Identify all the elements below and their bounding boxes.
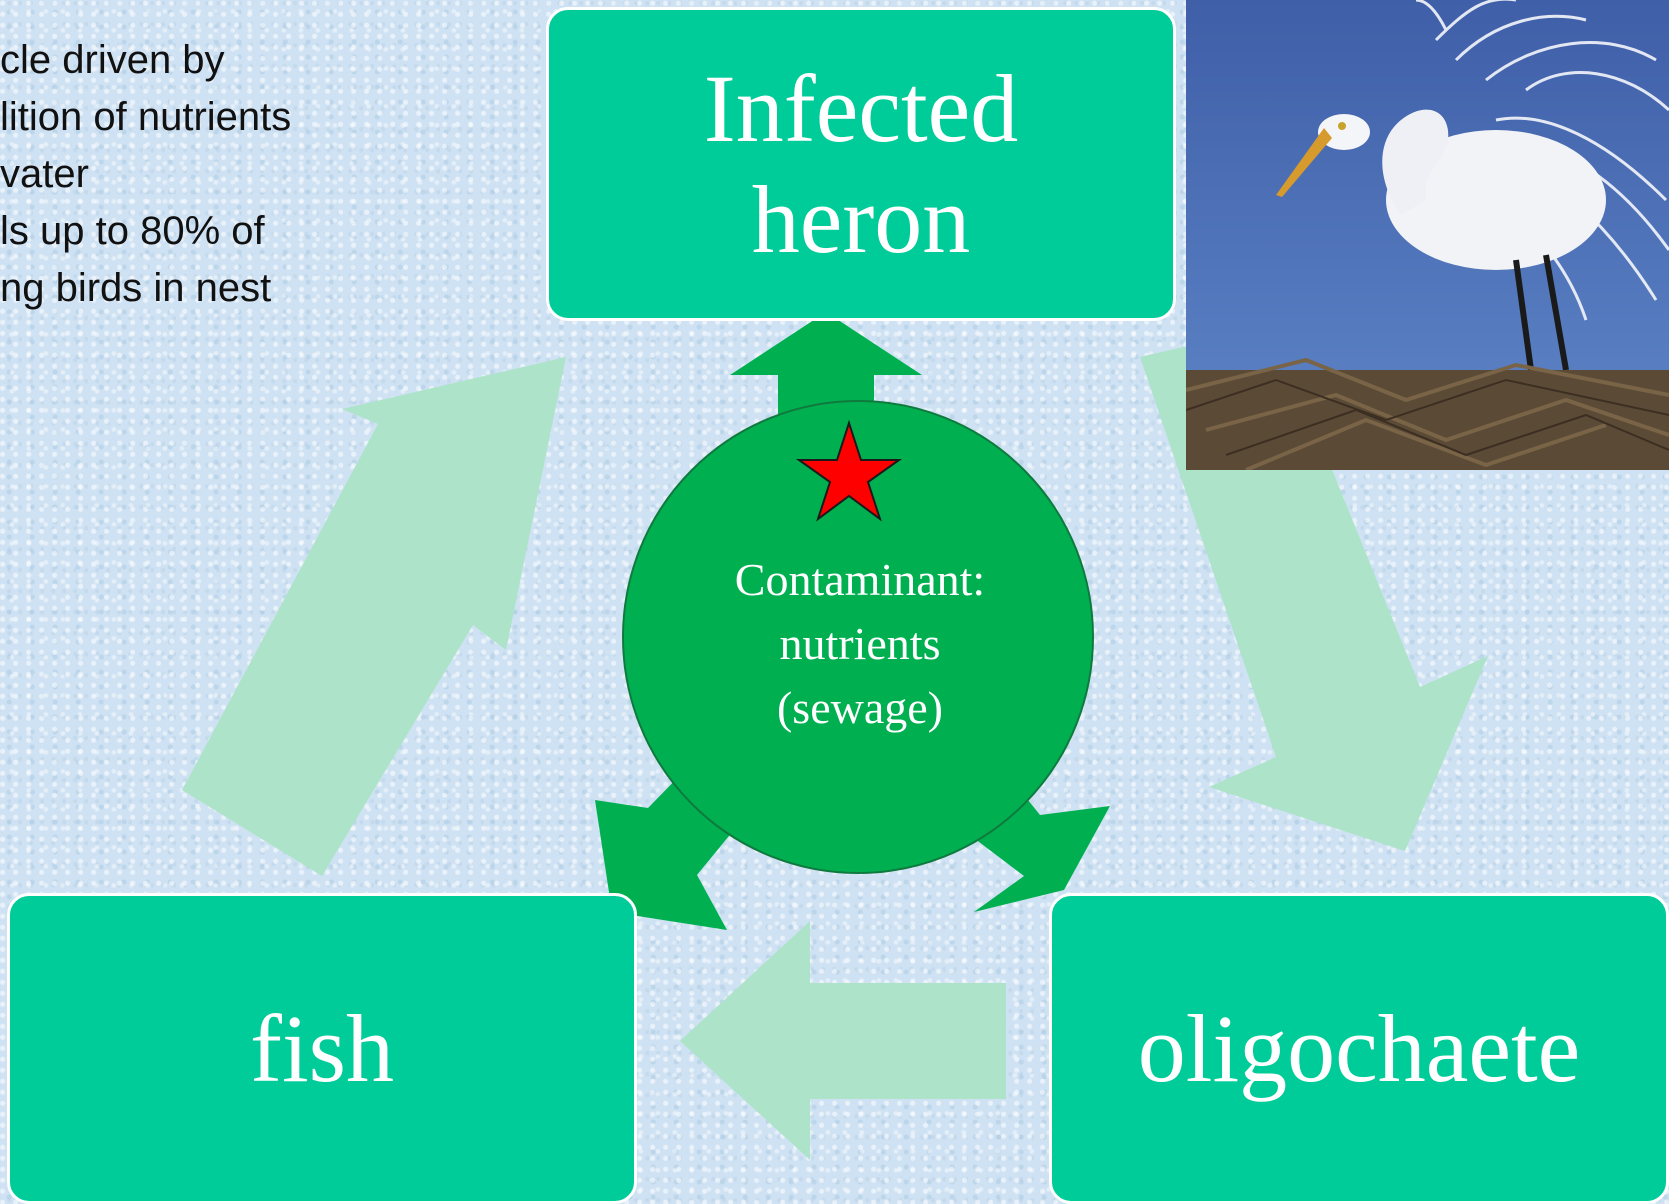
contaminant-line-2: nutrients — [700, 612, 1020, 676]
contaminant-label: Contaminant: nutrients (sewage) — [700, 548, 1020, 740]
great-egret-photo — [1186, 0, 1669, 470]
fish-box: fish — [7, 893, 637, 1204]
infected-heron-box: Infected heron — [546, 7, 1176, 321]
contaminant-line-1: Contaminant: — [700, 548, 1020, 612]
contaminant-line-3: (sewage) — [700, 676, 1020, 740]
cycle-arrow-fish-to-heron — [182, 357, 566, 876]
cycle-arrow-oligochaete-to-fish — [680, 921, 1006, 1160]
heron-box-line-1: Infected — [704, 53, 1018, 164]
heron-box-line-2: heron — [704, 164, 1018, 275]
fish-box-label: fish — [250, 993, 394, 1104]
oligochaete-box: oligochaete — [1049, 893, 1669, 1204]
oligochaete-box-label: oligochaete — [1138, 993, 1580, 1104]
